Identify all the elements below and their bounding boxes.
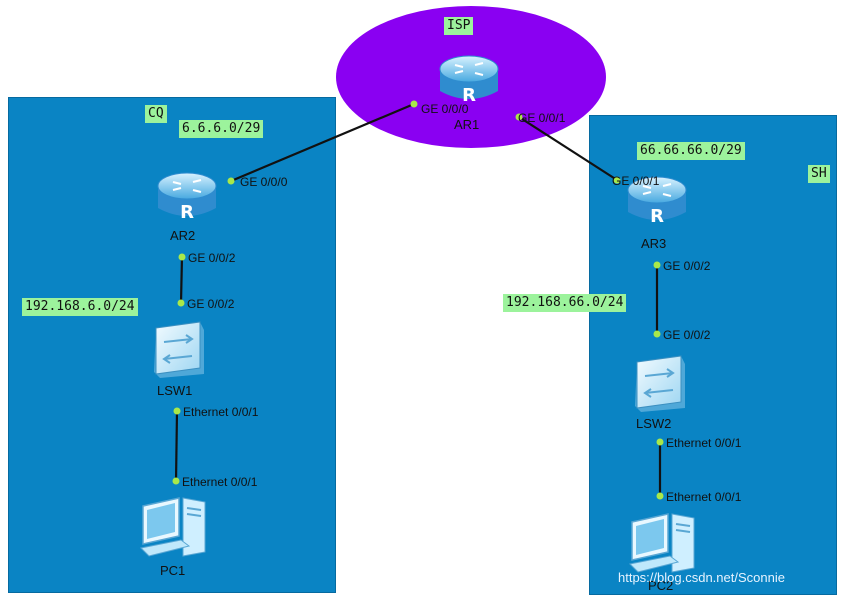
subnet-cq-lan: 192.168.6.0/24 [22,298,138,316]
router-icon: R [157,172,217,223]
port-dot [172,477,180,485]
port-pc2-eth001: Ethernet 0/0/1 [666,490,742,504]
port-ar2-ge000: GE 0/0/0 [240,175,288,189]
port-ar3-ge002: GE 0/0/2 [663,259,711,273]
router-ar2[interactable]: R [156,170,218,229]
port-dot [656,492,664,500]
link-ar2-lsw1 [179,255,184,304]
port-ar3-ge001: GE 0/0/1 [612,174,660,188]
port-dot [613,176,621,184]
pc-pc2[interactable] [628,510,698,581]
port-dot [173,407,181,415]
router-glyph: R [462,85,476,106]
port-dot [653,330,661,338]
port-dot [515,113,523,121]
port-pc1-eth001: Ethernet 0/0/1 [182,475,258,489]
port-dot [227,177,235,185]
router-icon: R [439,55,499,106]
switch-lsw1[interactable] [150,320,206,385]
port-dot [656,438,664,446]
device-name-lsw1: LSW1 [157,383,193,398]
port-dot [410,100,418,108]
router-glyph: R [180,202,194,223]
port-lsw1-ge002: GE 0/0/2 [187,297,235,311]
port-ar1-ge001: GE 0/0/1 [518,111,566,125]
port-dot [653,261,661,269]
subnet-sh-wan: 66.66.66.0/29 [637,142,745,160]
sh-label: SH [808,165,830,183]
link-ar1-ar3 [518,116,618,181]
device-name-ar2: AR2 [170,228,196,243]
subnet-sh-lan: 192.168.66.0/24 [503,294,627,312]
pc-pc1[interactable] [139,494,209,565]
port-lsw1-eth001: Ethernet 0/0/1 [183,405,259,419]
device-name-ar3: AR3 [641,236,667,251]
switch-icon [154,321,204,378]
watermark: https://blog.csdn.net/Sconnie [618,570,785,585]
pc-icon [628,513,695,573]
isp-label: ISP [444,17,474,35]
router-glyph: R [650,206,664,227]
router-ar1[interactable]: R [438,53,500,112]
link-lsw1-pc1 [174,410,179,483]
device-name-pc1: PC1 [160,563,186,578]
port-dot [178,253,186,261]
pc-icon [139,497,206,557]
port-dot [177,299,185,307]
subnet-cq-wan: 6.6.6.0/29 [179,120,264,138]
device-name-lsw2: LSW2 [636,416,672,431]
switch-icon [635,355,685,412]
link-ar1-ar2 [230,102,415,183]
router-ar3[interactable]: R [626,174,688,233]
port-ar1-ge000: GE 0/0/0 [421,102,469,116]
router-icon: R [627,176,687,227]
device-name-ar1: AR1 [454,117,480,132]
port-lsw2-ge002: GE 0/0/2 [663,328,711,342]
switch-lsw2[interactable] [631,354,687,419]
port-ar2-ge002: GE 0/0/2 [188,251,236,265]
device-name-pc2: PC2 [648,578,674,593]
cq-label: CQ [145,105,167,123]
port-lsw2-eth001: Ethernet 0/0/1 [666,436,742,450]
